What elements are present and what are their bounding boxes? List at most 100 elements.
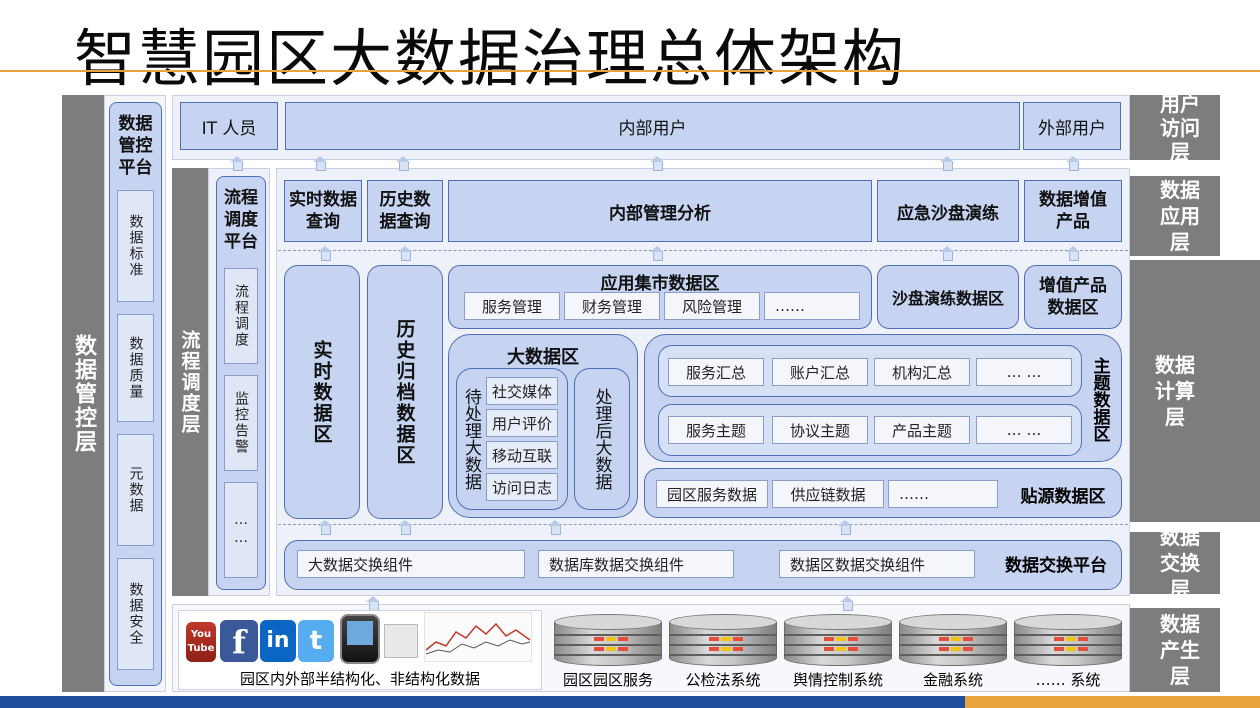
database-icon	[784, 614, 892, 670]
layer-label-application: 数据应用层	[1130, 176, 1220, 256]
layer-label-compute: 数据计算层	[1130, 260, 1260, 522]
realtime-query-box: 实时数据查询	[284, 180, 362, 242]
governance-layer-bar: 数据管控层	[62, 95, 104, 692]
footer-accent	[965, 696, 1260, 708]
theme-item: 服务主题	[668, 416, 764, 444]
up-arrow-icon	[318, 520, 332, 535]
database-icon	[899, 614, 1007, 670]
up-arrow-icon	[940, 246, 954, 261]
external-data-label: 园区内外部半结构化、非结构化数据	[239, 670, 480, 688]
theme-item: 协议主题	[772, 416, 868, 444]
up-arrow-icon	[366, 596, 380, 611]
exchange-platform-title: 数据交换平台	[1005, 556, 1107, 576]
big-data-source: 用户评价	[486, 409, 558, 437]
system-label: 金融系统	[922, 671, 983, 689]
database-icon	[1014, 614, 1122, 670]
app-market-title: 应用集市数据区	[600, 274, 720, 294]
up-arrow-icon	[548, 520, 562, 535]
value-added-box: 数据增值产品	[1024, 180, 1122, 242]
page-title: 智慧园区大数据治理总体架构	[74, 22, 907, 95]
scheduling-platform-title: 流程调度平台	[224, 188, 258, 252]
up-arrow-icon	[1066, 156, 1080, 171]
divider	[278, 524, 1128, 525]
linkedin-icon: in	[260, 620, 296, 662]
up-arrow-icon	[940, 156, 954, 171]
up-arrow-icon	[396, 156, 410, 171]
internal-users-box: 内部用户	[285, 102, 1020, 150]
big-data-source: 访问日志	[486, 473, 558, 501]
history-zone: 历史归档数据区	[367, 265, 443, 519]
title-underline	[0, 70, 1260, 72]
database-icon	[669, 614, 777, 670]
app-market-item: 服务管理	[464, 292, 560, 320]
governance-item: 数据标准	[117, 190, 154, 302]
layer-label-produce: 数据产生层	[1130, 608, 1220, 692]
system-label: 公检法系统	[685, 671, 761, 689]
database-icon	[554, 614, 662, 670]
theme-item: 机构汇总	[874, 358, 970, 386]
scheduling-layer-label: 流程调度层	[178, 329, 201, 435]
system-label: 舆情控制系统	[792, 671, 883, 689]
twitter-icon: t	[298, 620, 334, 662]
sandbox-zone: 沙盘演练数据区	[877, 265, 1019, 329]
scheduling-layer-bar: 流程调度层	[172, 168, 208, 596]
scheduling-item: 监控告警	[224, 375, 258, 471]
layer-label-exchange: 数据交换层	[1130, 532, 1220, 594]
theme-item: 产品主题	[874, 416, 970, 444]
facebook-icon: f	[220, 620, 258, 662]
realtime-zone: 实时数据区	[284, 265, 360, 519]
up-arrow-icon	[313, 156, 327, 171]
external-users-box: 外部用户	[1023, 102, 1121, 150]
governance-item: 数据安全	[117, 558, 154, 670]
exchange-item: 数据区数据交换组件	[779, 550, 975, 578]
up-arrow-icon	[1066, 246, 1080, 261]
source-item: 供应链数据	[772, 480, 884, 508]
big-data-source: 社交媒体	[486, 377, 558, 405]
scheduling-item: ……	[224, 482, 258, 578]
history-query-box: 历史数据查询	[367, 180, 443, 242]
exchange-item: 大数据交换组件	[297, 550, 525, 578]
theme-item: … …	[976, 358, 1072, 386]
theme-item: … …	[976, 416, 1072, 444]
it-staff-box: IT 人员	[180, 102, 278, 150]
divider	[278, 250, 1128, 251]
source-zone-title: 贴源数据区	[1020, 487, 1106, 507]
up-arrow-icon	[650, 246, 664, 261]
up-arrow-icon	[398, 520, 412, 535]
governance-item: 元数据	[117, 434, 154, 546]
system-label: …… 系统	[1035, 671, 1101, 689]
up-arrow-icon	[318, 246, 332, 261]
up-arrow-icon	[398, 246, 412, 261]
up-arrow-icon	[230, 156, 244, 171]
app-market-item: 财务管理	[564, 292, 660, 320]
theme-item: 账户汇总	[772, 358, 868, 386]
big-data-source: 移动互联	[486, 441, 558, 469]
scheduling-item: 流程调度	[224, 268, 258, 364]
chart-thumbnail-icon	[424, 612, 532, 662]
up-arrow-icon	[838, 520, 852, 535]
system-label: 园区园区服务	[562, 671, 653, 689]
governance-layer-label: 数据管控层	[71, 333, 96, 454]
governance-item: 数据质量	[117, 314, 154, 422]
app-market-item: 风险管理	[664, 292, 760, 320]
big-data-title: 大数据区	[507, 347, 579, 368]
governance-platform-title: 数据管控平台	[118, 114, 153, 178]
footer-bar	[0, 696, 1260, 708]
source-item: ……	[888, 480, 998, 508]
up-arrow-icon	[650, 156, 664, 171]
value-zone: 增值产品数据区	[1024, 265, 1122, 329]
exchange-item: 数据库数据交换组件	[538, 550, 734, 578]
mgmt-analysis-box: 内部管理分析	[448, 180, 872, 242]
theme-zone-title: 主题数据区	[1089, 356, 1110, 442]
card-icon	[384, 624, 418, 658]
up-arrow-icon	[840, 596, 854, 611]
theme-item: 服务汇总	[668, 358, 764, 386]
app-market-item: ……	[764, 292, 860, 320]
source-item: 园区服务数据	[656, 480, 768, 508]
processed-big-data: 处理后大数据	[574, 368, 630, 510]
emergency-sandbox-box: 应急沙盘演练	[877, 180, 1019, 242]
phone-icon	[340, 614, 380, 664]
layer-label-access: 用户访问层	[1130, 92, 1220, 164]
